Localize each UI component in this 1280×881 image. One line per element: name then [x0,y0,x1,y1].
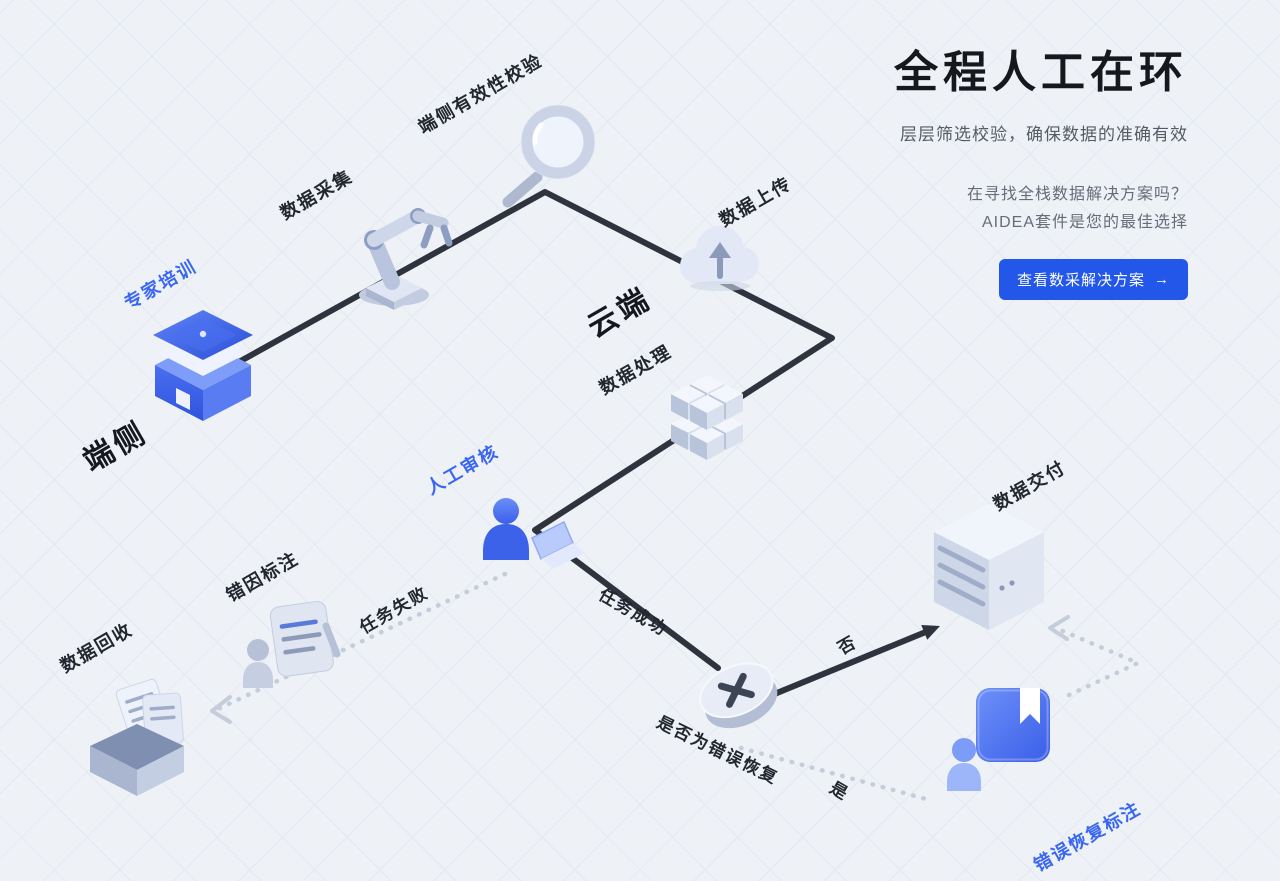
robot-arm-icon [359,208,453,310]
promo-line-2: AIDEA套件是您的最佳选择 [981,214,1188,231]
arrow-right-icon: → [1154,271,1170,288]
promo-line-1: 在寻找全栈数据解决方案吗？ [966,186,1188,203]
no-branch-arrowhead [921,624,940,640]
view-solution-button[interactable]: 查看数采解决方案 → [998,259,1188,300]
x-node-icon [699,662,778,729]
cloud-upload-icon [680,226,759,291]
cube-blocks-icon [671,375,743,460]
view-solution-button-label: 查看数采解决方案 [1016,272,1145,289]
promo-text: 在寻找全栈数据解决方案吗？ AIDEA套件是您的最佳选择 [894,181,1188,237]
no-branch-line [757,626,936,703]
person-document-icon [243,600,341,688]
yes-branch-line [738,745,936,804]
recovery-return-line [1055,626,1141,698]
person-laptop-icon [483,498,585,569]
page-title: 全程人工在环 [894,48,1188,97]
box-documents-icon [90,678,184,796]
page-subtitle: 层层筛选校验，确保数据的准确有效 [900,125,1188,144]
fail-branch-arrowhead [210,695,232,724]
graduation-podium-icon [153,310,253,421]
recovery-return-arrowhead [1048,615,1070,641]
person-book-icon [947,688,1050,791]
promo-panel: 全程人工在环 层层筛选校验，确保数据的准确有效 在寻找全栈数据解决方案吗？ AI… [894,36,1188,300]
server-icon [934,504,1044,630]
main-flow-line [225,189,835,671]
cube-top-layer [671,375,743,430]
magnifier-icon [502,105,595,208]
